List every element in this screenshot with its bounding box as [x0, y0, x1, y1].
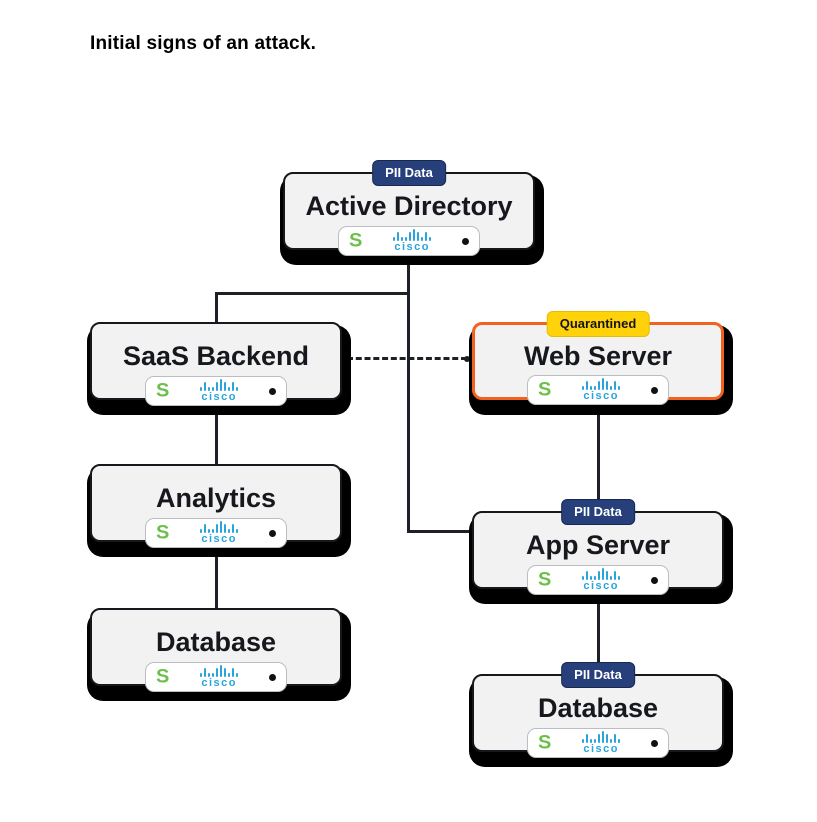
logo-pill: S cisco — [527, 565, 669, 595]
status-dot — [651, 576, 658, 584]
node-database-left: Database S cisco — [90, 608, 342, 692]
status-dot — [462, 237, 469, 245]
edge-ad-to-saas — [215, 292, 218, 324]
cisco-bridge-icon — [582, 378, 621, 390]
splunk-s-logo: S — [349, 230, 363, 252]
cisco-wordmark: cisco — [201, 391, 237, 403]
logo-pill: S cisco — [145, 662, 287, 692]
cisco-wordmark: cisco — [394, 241, 430, 253]
splunk-s-logo: S — [538, 732, 552, 754]
edge-appserver-to-database — [597, 596, 600, 667]
status-dot — [651, 739, 658, 747]
splunk-s-logo: S — [538, 569, 552, 591]
cisco-bridge-icon — [200, 521, 239, 533]
logo-pill: S cisco — [527, 728, 669, 758]
node-label: SaaS Backend — [122, 340, 310, 371]
logo-pill: S cisco — [527, 375, 669, 405]
node-label: Database — [155, 626, 277, 657]
cisco-logo: cisco — [582, 568, 621, 592]
status-dot — [269, 529, 276, 537]
pii-data-badge: PII Data — [372, 160, 446, 186]
dashed-endpoint-right — [464, 356, 470, 362]
logo-pill: S cisco — [145, 518, 287, 548]
edge-ad-to-appserver-vertical — [407, 292, 410, 533]
node-database-right: PII Data Database S cisco — [472, 662, 724, 758]
pii-data-badge: PII Data — [561, 499, 635, 525]
node-label: App Server — [525, 529, 671, 560]
cisco-logo: cisco — [200, 379, 239, 403]
dashed-endpoint-left — [343, 356, 349, 362]
edge-ad-branch-horizontal — [215, 292, 410, 295]
splunk-s-logo: S — [538, 379, 552, 401]
edge-saas-to-analytics — [215, 407, 218, 466]
cisco-logo: cisco — [200, 521, 239, 545]
node-active-directory: PII Data Active Directory S cisco — [283, 160, 535, 256]
edge-webserver-to-appserver — [597, 407, 600, 505]
status-dot — [651, 386, 658, 394]
cisco-bridge-icon — [393, 229, 432, 241]
cisco-wordmark: cisco — [201, 533, 237, 545]
cisco-logo: cisco — [200, 665, 239, 689]
page-title: Initial signs of an attack. — [90, 33, 317, 54]
edge-analytics-to-database — [215, 549, 218, 610]
splunk-s-logo: S — [156, 666, 170, 688]
node-analytics: Analytics S cisco — [90, 464, 342, 548]
node-app-server: PII Data App Server S cisco — [472, 499, 724, 595]
quarantined-badge: Quarantined — [546, 311, 650, 337]
cisco-wordmark: cisco — [583, 743, 619, 755]
status-dot — [269, 673, 276, 681]
node-web-server: Quarantined Web Server S cisco — [472, 311, 724, 405]
cisco-wordmark: cisco — [201, 677, 237, 689]
status-dot — [269, 387, 276, 395]
cisco-bridge-icon — [200, 379, 239, 391]
logo-pill: S cisco — [145, 376, 287, 406]
cisco-bridge-icon — [200, 665, 239, 677]
splunk-s-logo: S — [156, 522, 170, 544]
edge-ad-to-appserver-horizontal — [407, 530, 474, 533]
logo-pill: S cisco — [338, 226, 480, 256]
node-saas-backend: SaaS Backend S cisco — [90, 322, 342, 406]
cisco-logo: cisco — [393, 229, 432, 253]
cisco-bridge-icon — [582, 568, 621, 580]
cisco-wordmark: cisco — [583, 390, 619, 402]
pii-data-badge: PII Data — [561, 662, 635, 688]
node-label: Web Server — [523, 340, 673, 371]
cisco-logo: cisco — [582, 378, 621, 402]
node-label: Analytics — [155, 482, 277, 513]
edge-ad-stem — [407, 256, 410, 294]
edge-saas-to-webserver-dashed — [347, 357, 467, 360]
cisco-logo: cisco — [582, 731, 621, 755]
node-label: Active Directory — [305, 190, 513, 221]
node-label: Database — [537, 692, 659, 723]
cisco-wordmark: cisco — [583, 580, 619, 592]
splunk-s-logo: S — [156, 380, 170, 402]
cisco-bridge-icon — [582, 731, 621, 743]
